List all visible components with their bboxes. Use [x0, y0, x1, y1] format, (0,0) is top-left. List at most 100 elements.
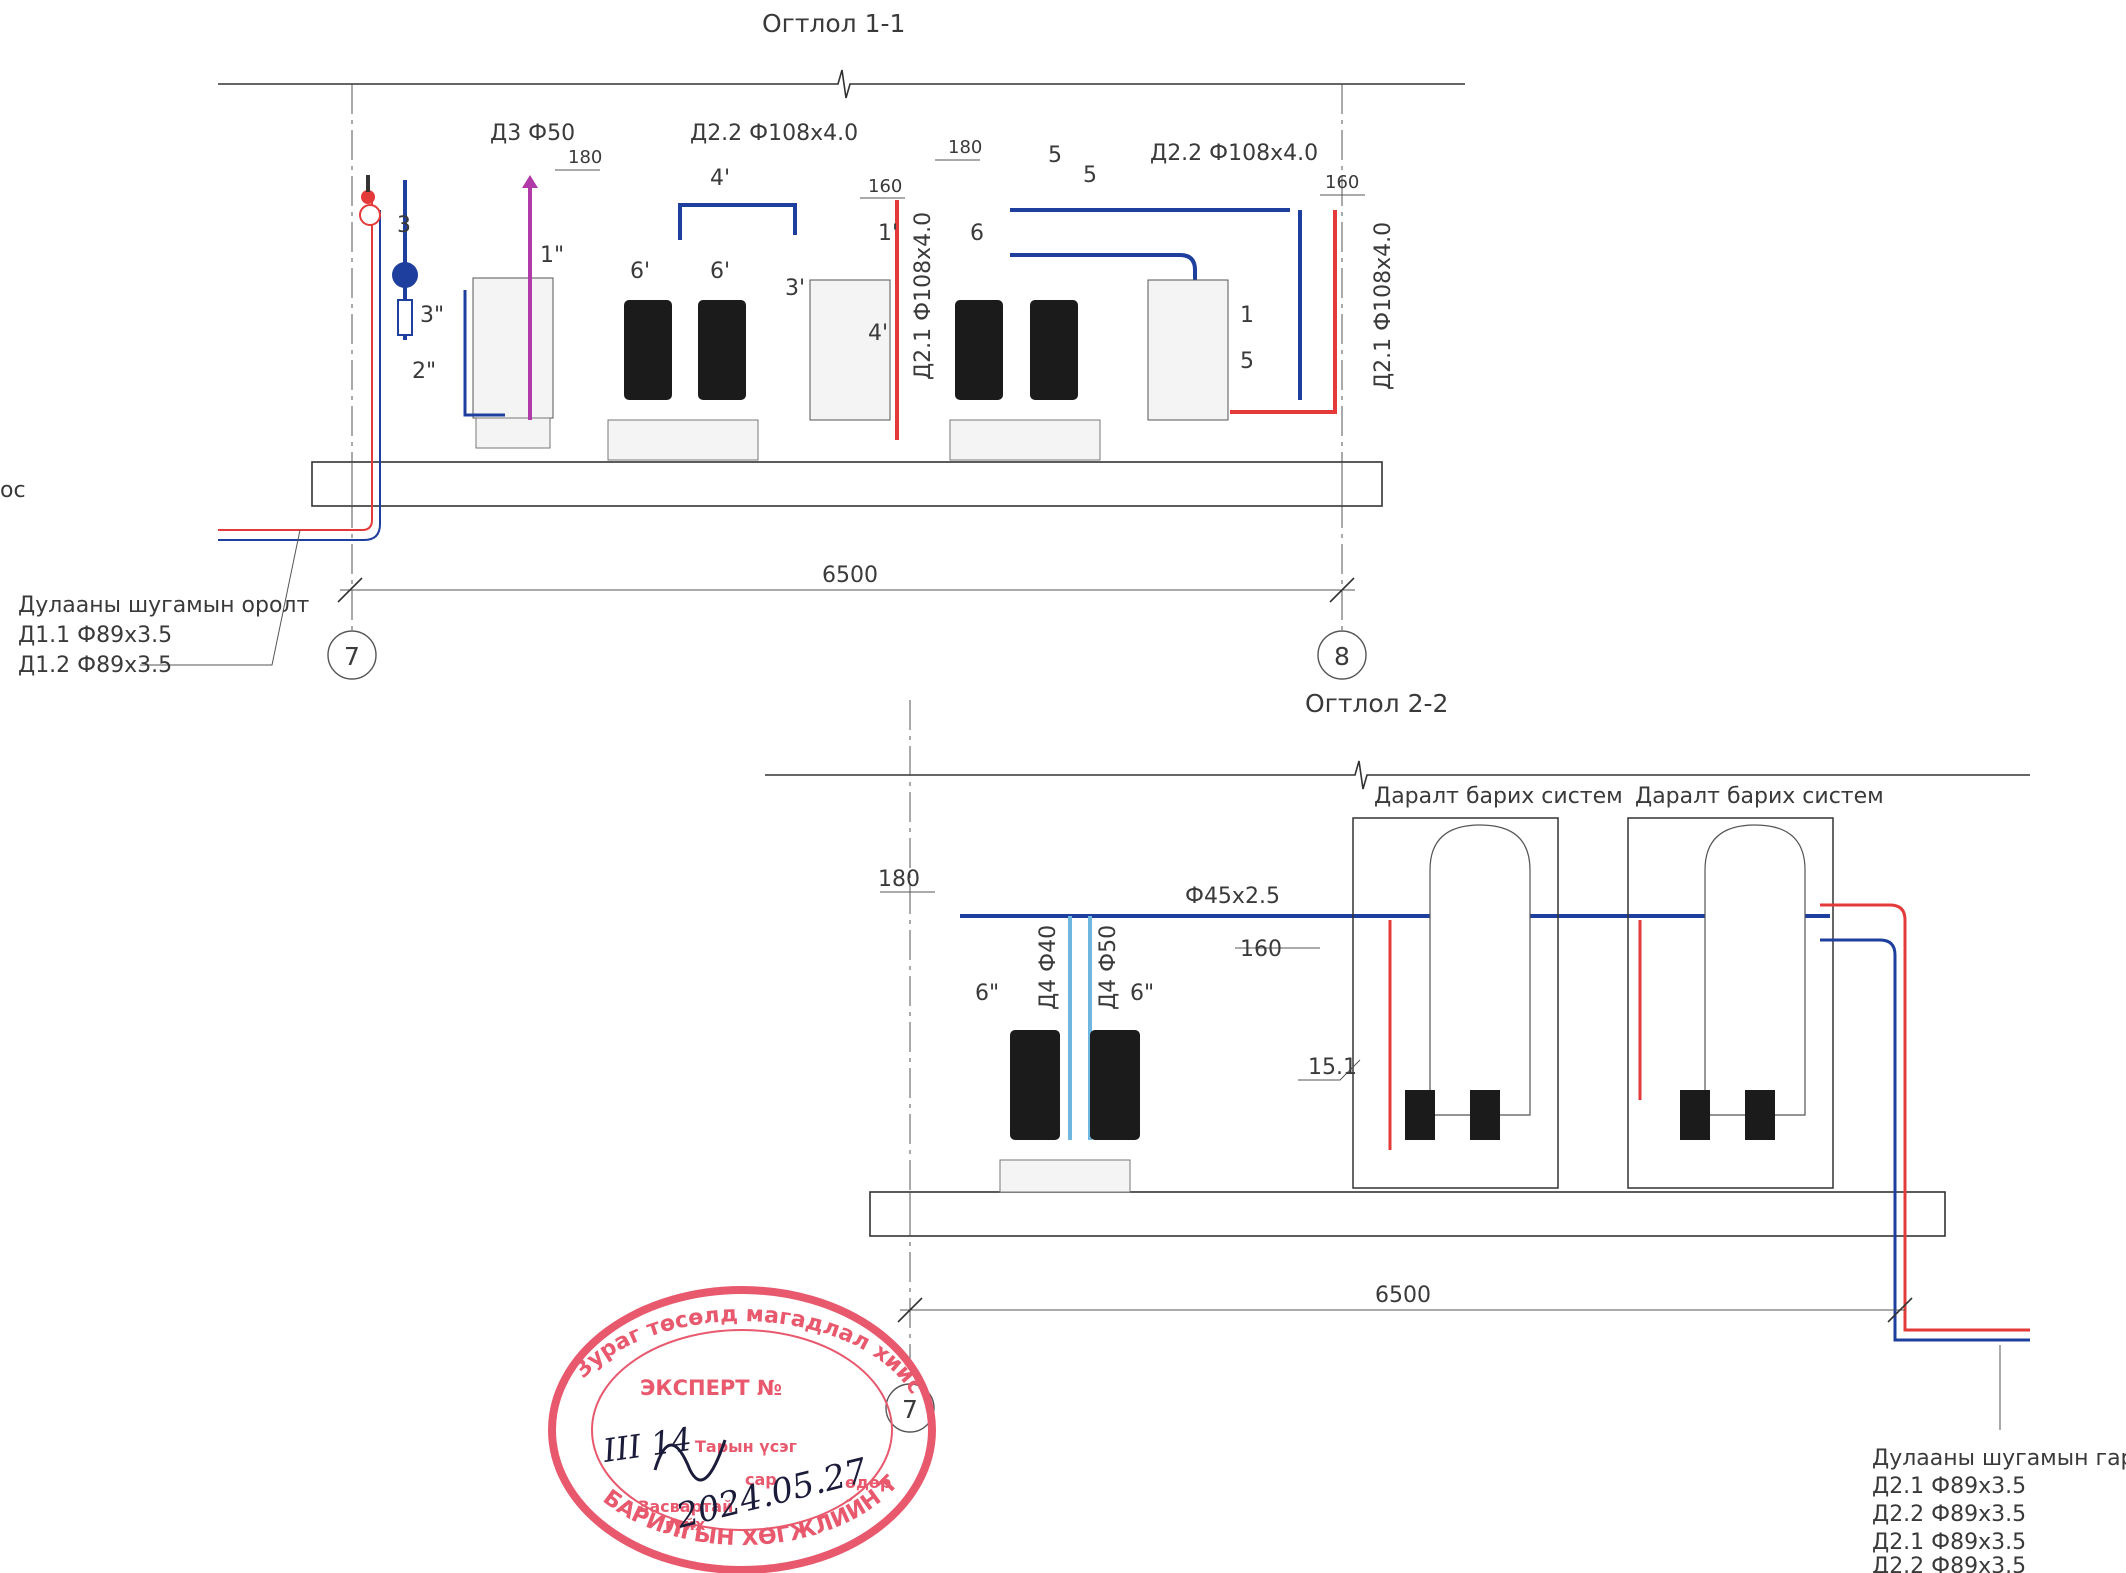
- d3-arrow: [522, 175, 538, 188]
- dim-tick-1a: [337, 577, 363, 603]
- axis-bubble-7: [327, 630, 377, 680]
- pump-sys-b-2: [1745, 1090, 1775, 1140]
- heat-exchanger-a: [472, 277, 554, 419]
- stamp-row-1: Тарын үсэг: [695, 1437, 797, 1456]
- pump-sys-b-1: [1680, 1090, 1710, 1140]
- section-2-title: Огтлол 2-2: [1305, 689, 1448, 718]
- mark-1pp: 1": [540, 243, 564, 268]
- stamp-row-5: гүйх: [665, 1515, 706, 1534]
- hx-a-base: [475, 417, 551, 449]
- mark-6pp-a: 6": [975, 981, 999, 1006]
- mark-6p-a: 6': [630, 259, 650, 284]
- outlet-line-2: Д2.2 Ф89х3.5: [1872, 1502, 2026, 1527]
- axis-bubble-8: [1317, 630, 1367, 680]
- expert-stamp: Зураг төсөлд магадлал хийсэн БАРИЛГЫН ХӨ…: [0, 0, 936, 1573]
- pump-sys-a-1: [1405, 1090, 1435, 1140]
- pump-6pp-a: [1010, 1030, 1060, 1140]
- stamp-inner-ring: [591, 1329, 893, 1531]
- dim-span-1: 6500: [822, 563, 878, 588]
- axis-8-label: 8: [1334, 642, 1350, 671]
- stamp-row-4: Засвартай: [638, 1497, 733, 1516]
- pipe-d21-a: Д2.1 Ф108х4.0: [911, 212, 936, 380]
- stamp-row-2: сар: [745, 1470, 777, 1489]
- pump-b-discharge: [1010, 253, 1197, 285]
- stamp-signature-number: III 14: [600, 1420, 694, 1470]
- stamp-signature: [653, 1439, 727, 1482]
- hx-c-supply: [1230, 210, 1337, 414]
- inlet-title: Дулааны шугамын оролт: [18, 593, 309, 618]
- pump-a-header: [678, 203, 797, 240]
- outlet-line-1: Д2.1 Ф89х3.5: [1872, 1474, 2026, 1499]
- section-2-2: Огтлол 2-2 Даралт барих систем Даралт ба…: [765, 689, 2126, 1573]
- stamp-expert: ЭКСПЕРТ №: [640, 1376, 782, 1400]
- pump-base-b: [949, 419, 1101, 461]
- dim-tick-2a: [897, 1297, 923, 1323]
- dim-span-2: 6500: [1375, 1283, 1431, 1308]
- outlet-red: [1820, 903, 2030, 1332]
- pump-base-a: [607, 419, 759, 461]
- stamp-outer-ring: [548, 1286, 936, 1573]
- pressure-system-a: [1352, 817, 1559, 1189]
- dim-160-a: 160: [868, 176, 902, 197]
- leader-15-1: [1298, 1059, 1361, 1081]
- mark-5-a: 5: [1048, 143, 1062, 168]
- mark-4p: 4': [710, 166, 730, 191]
- mark-6: 6: [970, 221, 984, 246]
- pump-6-b: [1030, 300, 1078, 400]
- axis-7b-label: 7: [902, 1395, 918, 1424]
- mark-1: 1: [1240, 303, 1254, 328]
- pipe-d3: Д3 Ф50: [490, 121, 575, 146]
- dim-tick-2b: [1887, 1297, 1913, 1323]
- outlet-line-4: Д2.2 Ф89х3.5: [1872, 1554, 2026, 1573]
- axis-bubble-7b: [885, 1383, 935, 1433]
- pump-sys-a-2: [1470, 1090, 1500, 1140]
- section-1-1: Огтлол 1-1 6500 7 8 ос Дулааны шугамын о…: [0, 9, 1465, 680]
- dim-tick-1b: [1329, 577, 1355, 603]
- system-b-label: Даралт барих систем: [1635, 784, 1884, 809]
- mark-5-b: 5: [1083, 163, 1097, 188]
- outlet-line-3: Д2.1 Ф89х3.5: [1872, 1530, 2026, 1555]
- tank-b: [1704, 824, 1806, 1116]
- tank-a: [1429, 824, 1531, 1116]
- mark-4p-b: 4': [868, 321, 888, 346]
- floor-slab-1: [311, 461, 1383, 507]
- inlet-valve-red: [359, 204, 381, 226]
- dim-180-a: 180: [568, 147, 602, 168]
- dim-160-s2: 160: [1240, 937, 1282, 962]
- d4-pump-base: [999, 1159, 1131, 1193]
- inlet-leader: [140, 529, 301, 666]
- mark-6p-b: 6': [710, 259, 730, 284]
- stamp-top-arc: Зураг төсөлд магадлал хийсэн: [0, 0, 928, 1399]
- inlet-line-2: Д1.2 Ф89х3.5: [18, 653, 172, 678]
- pump-6p-a: [624, 300, 672, 400]
- axis-7-label: 7: [344, 642, 360, 671]
- outlet-title: Дулааны шугамын гаралт: [1872, 1446, 2126, 1471]
- heat-exchanger-b: [809, 279, 891, 421]
- filter-3: [397, 299, 413, 336]
- inlet-line-1: Д1.1 Ф89х3.5: [18, 623, 172, 648]
- inlet-valve-top: [361, 190, 375, 204]
- mark-5-c: 5: [1240, 349, 1254, 374]
- pipe-d22-a: Д2.2 Ф108х4.0: [690, 121, 858, 146]
- section-1-title: Огтлол 1-1: [762, 9, 905, 38]
- dim-180-b: 180: [948, 137, 982, 158]
- pipe-d4-50: Д4 Ф50: [1096, 925, 1121, 1010]
- mark-3pp: 3": [420, 303, 444, 328]
- hx-a-loop: [463, 290, 505, 417]
- inlet-pipe-red: [218, 200, 373, 531]
- pipe-d4-40: Д4 Ф40: [1036, 925, 1061, 1010]
- inlet-pipe-blue: [218, 210, 381, 541]
- floor-slab-2: [869, 1191, 1946, 1237]
- pump-6-a: [955, 300, 1003, 400]
- mark-2pp: 2": [412, 359, 436, 384]
- valve-3: [392, 262, 418, 288]
- stamp-row-3: өдөр: [845, 1473, 891, 1492]
- pump-6p-b: [698, 300, 746, 400]
- dim-160-b: 160: [1325, 172, 1359, 193]
- pressure-system-b: [1627, 817, 1834, 1189]
- mark-3: 3: [397, 213, 411, 238]
- mark-15-1: 15.1: [1308, 1055, 1357, 1080]
- pipe-d22-b: Д2.2 Ф108х4.0: [1150, 141, 1318, 166]
- pipe-d21-b: Д2.1 Ф108х4.0: [1371, 222, 1396, 390]
